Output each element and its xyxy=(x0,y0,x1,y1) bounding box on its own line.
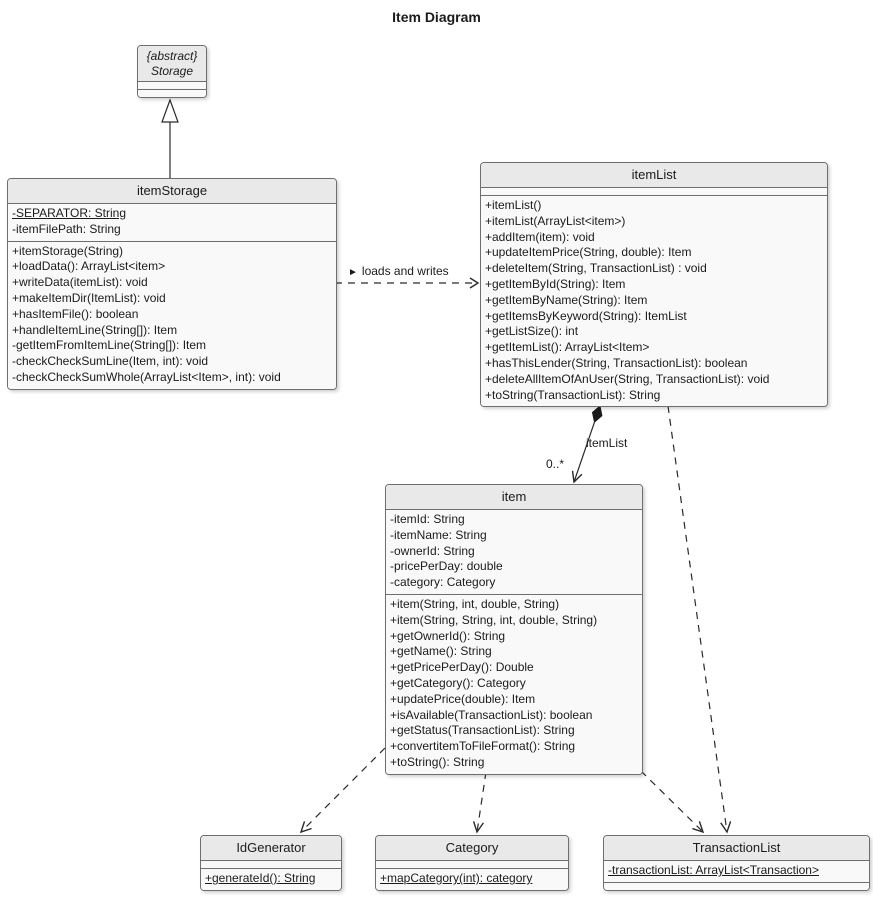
member: +getOwnerId(): String xyxy=(390,628,506,643)
member: +getItemById(String): Item xyxy=(485,276,626,291)
class-transactionlist: TransactionList -transactionList: ArrayL… xyxy=(603,835,870,891)
methods-compartment: +generateId(): String xyxy=(201,868,341,890)
class-name: Category xyxy=(376,836,568,860)
attributes-compartment: -itemId: String-itemName: String-ownerId… xyxy=(386,509,642,594)
member: +getItemsByKeyword(String): ItemList xyxy=(485,308,687,323)
dependency-line-item-category xyxy=(476,771,487,833)
composition-diamond-icon xyxy=(591,405,603,424)
association-line-itemlist-item xyxy=(573,421,596,483)
attributes-compartment xyxy=(138,81,206,89)
methods-compartment: +itemList()+itemList(ArrayList<item>)+ad… xyxy=(481,195,827,407)
member: -getItemFromItemLine(String[]): Item xyxy=(12,338,207,353)
diagram-title: Item Diagram xyxy=(392,9,481,25)
generalization-triangle-icon xyxy=(161,98,179,123)
member: +getCategory(): Category xyxy=(390,675,526,690)
member: +item(String, int, double, String) xyxy=(390,596,560,611)
arrowhead-icon xyxy=(299,821,312,834)
class-category: Category +mapCategory(int): category xyxy=(375,835,569,891)
attributes-compartment xyxy=(376,860,568,868)
class-name: itemStorage xyxy=(8,179,336,203)
member: +updateItemPrice(String, double): Item xyxy=(485,245,692,260)
direction-arrow-icon: ► xyxy=(348,267,358,278)
member: +getName(): String xyxy=(390,644,492,659)
member: +getStatus(TransactionList): String xyxy=(390,723,575,738)
member: +addItem(item): void xyxy=(485,229,595,244)
member: +itemList() xyxy=(485,198,542,212)
methods-compartment: +item(String, int, double, String)+item(… xyxy=(386,593,642,774)
edge-label-itemlist: itemList xyxy=(586,436,628,450)
class-name: TransactionList xyxy=(604,836,869,860)
arrowhead-icon xyxy=(571,470,583,484)
member: -pricePerDay: double xyxy=(390,559,503,574)
member: +generateId(): String xyxy=(205,871,316,885)
arrowhead-icon xyxy=(469,277,480,289)
methods-compartment: +itemStorage(String)+loadData(): ArrayLi… xyxy=(8,240,336,389)
class-name: itemList xyxy=(481,163,827,187)
attributes-compartment xyxy=(481,187,827,195)
member: -checkCheckSumWhole(ArrayList<Item>, int… xyxy=(12,369,281,384)
member: +handleItemLine(String[]): Item xyxy=(12,322,178,337)
member: +getPricePerDay(): Double xyxy=(390,660,534,675)
member: +isAvailable(TransactionList): boolean xyxy=(390,707,593,722)
member: -SEPARATOR: String xyxy=(12,206,127,220)
class-name: Storage xyxy=(150,64,194,78)
methods-compartment xyxy=(604,881,869,890)
member: -checkCheckSumLine(Item, int): void xyxy=(12,354,209,369)
member: +convertitemToFileFormat(): String xyxy=(390,739,576,754)
class-item: item -itemId: String-itemName: String-ow… xyxy=(385,484,643,775)
class-itemlist: itemList +itemList()+itemList(ArrayList<… xyxy=(480,162,828,408)
arrowhead-icon xyxy=(720,821,732,834)
class-title: {abstract} Storage xyxy=(138,46,206,81)
class-storage: {abstract} Storage xyxy=(137,45,207,98)
methods-compartment xyxy=(138,89,206,97)
member: -category: Category xyxy=(390,575,496,590)
arrowhead-icon xyxy=(692,821,705,834)
member: +toString(): String xyxy=(390,754,485,769)
edge-label-loads-and-writes: ►loads and writes xyxy=(348,264,449,278)
dependency-line-item-transactionlist xyxy=(640,770,704,833)
class-idgenerator: IdGenerator +generateId(): String xyxy=(200,835,342,891)
methods-compartment: +mapCategory(int): category xyxy=(376,868,568,890)
member: +toString(TransactionList): String xyxy=(485,387,661,402)
edge-label-text: loads and writes xyxy=(361,264,449,278)
attributes-compartment: -SEPARATOR: String-itemFilePath: String xyxy=(8,203,336,241)
arrowhead-icon xyxy=(472,821,484,834)
class-itemstorage: itemStorage -SEPARATOR: String-itemFileP… xyxy=(7,178,337,390)
member: +updatePrice(double): Item xyxy=(390,691,536,706)
member: -itemId: String xyxy=(390,512,465,526)
member: -ownerId: String xyxy=(390,543,475,558)
member: +loadData(): ArrayList<item> xyxy=(12,259,166,274)
member: +mapCategory(int): category xyxy=(380,871,533,885)
member: +itemStorage(String) xyxy=(12,243,124,258)
member: +hasItemFile(): boolean xyxy=(12,306,139,321)
member: +item(String, String, int, double, Strin… xyxy=(390,612,598,627)
member: +getItemList(): ArrayList<Item> xyxy=(485,340,650,355)
member: +getItemByName(String): Item xyxy=(485,292,648,307)
class-name: item xyxy=(386,485,642,509)
member: +getListSize(): int xyxy=(485,324,579,339)
member: -transactionList: ArrayList<Transaction> xyxy=(608,863,819,877)
dependency-line-item-idgenerator xyxy=(300,747,386,833)
member: -itemName: String xyxy=(390,527,487,542)
member: +makeItemDir(ItemList): void xyxy=(12,290,166,305)
class-stereotype: {abstract} xyxy=(146,49,198,63)
member: +itemList(ArrayList<item>) xyxy=(485,213,626,228)
attributes-compartment xyxy=(201,860,341,868)
dependency-line-itemlist-transactionlist xyxy=(667,405,728,833)
member: +deleteItem(String, TransactionList) : v… xyxy=(485,261,707,276)
class-name: IdGenerator xyxy=(201,836,341,860)
member: +hasThisLender(String, TransactionList):… xyxy=(485,355,748,370)
member: +writeData(itemList): void xyxy=(12,275,148,290)
member: -itemFilePath: String xyxy=(12,221,121,236)
member: +deleteAllItemOfAnUser(String, Transacti… xyxy=(485,371,770,386)
attributes-compartment: -transactionList: ArrayList<Transaction> xyxy=(604,860,869,882)
edge-label-multiplicity: 0..* xyxy=(546,457,565,471)
